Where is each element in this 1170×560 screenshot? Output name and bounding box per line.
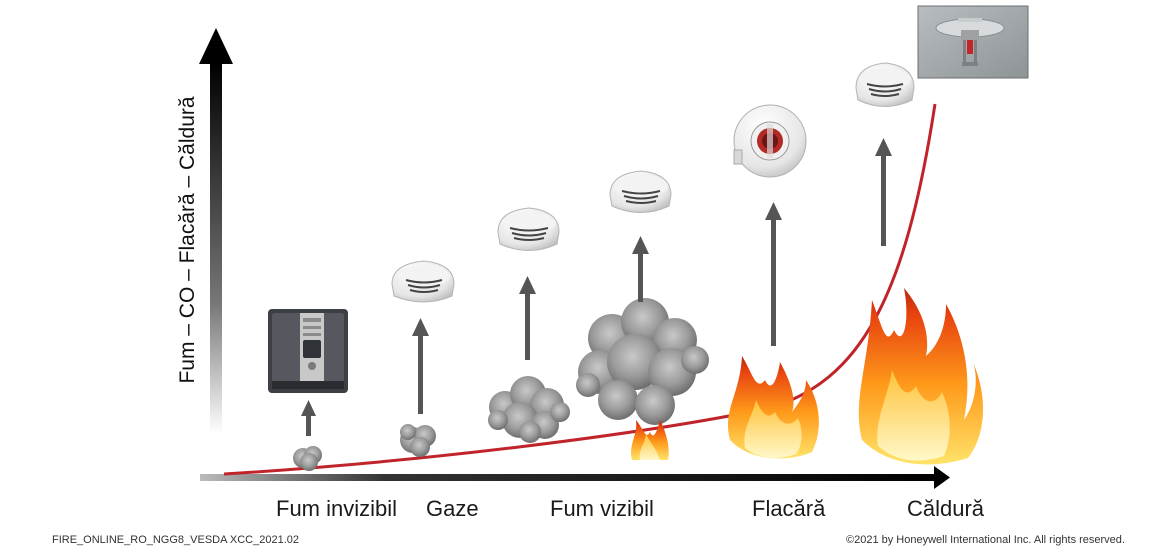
smoke-cloud-4 (576, 298, 709, 425)
small-smoke-puff-1 (293, 446, 322, 471)
flame-5 (727, 356, 819, 459)
stage-label-gases: Gaze (426, 496, 479, 521)
detection-arrow-6 (875, 138, 892, 246)
x-axis-arrow (200, 466, 950, 489)
smoke-puff-2 (400, 424, 436, 457)
detection-arrow-2 (412, 318, 429, 414)
detection-arrow-3 (519, 276, 536, 360)
detection-arrow-1 (301, 400, 316, 436)
heat-detector-icon (855, 62, 915, 107)
stage-label-visible-smoke: Fum vizibil (550, 496, 654, 521)
footer-copyright: ©2021 by Honeywell International Inc. Al… (846, 534, 1125, 546)
stage-label-invisible-smoke: Fum invizibil (276, 496, 398, 521)
flame-detector-icon (733, 104, 807, 178)
small-flame-4 (631, 420, 669, 460)
fire-growth-curve (223, 103, 937, 476)
smoke-detector-icon-3 (497, 207, 560, 251)
large-flame-6 (858, 288, 984, 465)
stage-label-flame: Flacără (752, 496, 826, 521)
footer-document-code: FIRE_ONLINE_RO_NGG8_VESDA XCC_2021.02 (52, 534, 300, 546)
sprinkler-icon (917, 5, 1029, 79)
y-axis-label: Fum – CO – Flacără – Căldură (176, 96, 199, 384)
aspirating-detector-icon (268, 309, 348, 393)
smoke-cloud-3 (488, 376, 570, 443)
detection-arrow-5 (765, 202, 782, 346)
smoke-detector-icon-4 (609, 170, 672, 213)
stage-label-heat: Căldură (907, 496, 985, 521)
y-axis-arrow (199, 28, 233, 434)
co-detector-icon (391, 260, 455, 303)
detection-arrow-4 (632, 236, 649, 302)
